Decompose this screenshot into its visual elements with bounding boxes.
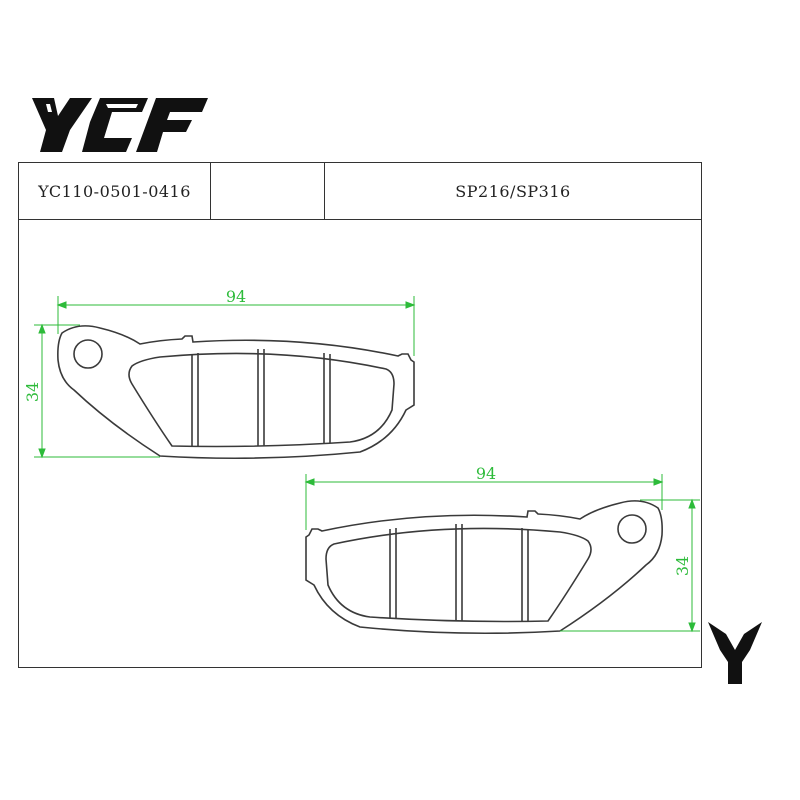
pad-right-mount-hole	[617, 514, 647, 544]
drawing-sheet: YC110-0501-0416 SP216/SP316	[18, 162, 702, 668]
pad-left-backing-plate	[57, 325, 415, 460]
pad-right	[305, 500, 663, 635]
pad-left-mount-hole	[73, 339, 103, 369]
pad-left-width-arrow-right	[405, 301, 416, 309]
pad-left-height-arrow-top	[38, 323, 46, 334]
pad-left-dimensions	[34, 296, 416, 459]
blank-cell	[211, 163, 325, 219]
pad-right-height-label: 34	[673, 556, 692, 576]
reference-cell: SP216/SP316	[325, 163, 701, 219]
brand-emblem	[706, 620, 764, 686]
part-number-cell: YC110-0501-0416	[19, 163, 211, 219]
pad-left-height-arrow-bottom	[38, 448, 46, 459]
pad-right-width-arrow-left	[304, 478, 315, 486]
title-block: YC110-0501-0416 SP216/SP316	[19, 163, 701, 220]
ycf-logo	[20, 96, 210, 154]
reference-number: SP216/SP316	[455, 181, 571, 201]
y-emblem-icon	[708, 622, 762, 684]
pad-left-width-label: 94	[226, 287, 246, 306]
pad-right-backing-plate	[305, 500, 663, 635]
pad-left-height-label: 34	[23, 382, 42, 402]
pad-right-friction-material	[325, 527, 592, 623]
pad-right-height-arrow-top	[688, 498, 696, 509]
pad-left	[57, 325, 415, 460]
pad-right-height-arrow-bottom	[688, 622, 696, 633]
pad-right-width-arrow-right	[653, 478, 664, 486]
pad-left-width-arrow-left	[56, 301, 67, 309]
ycf-logo-mark	[32, 98, 208, 152]
part-number: YC110-0501-0416	[38, 181, 191, 201]
pad-left-friction-material	[128, 352, 395, 448]
pad-right-dimensions	[304, 474, 700, 633]
pad-right-width-label: 94	[476, 464, 496, 483]
